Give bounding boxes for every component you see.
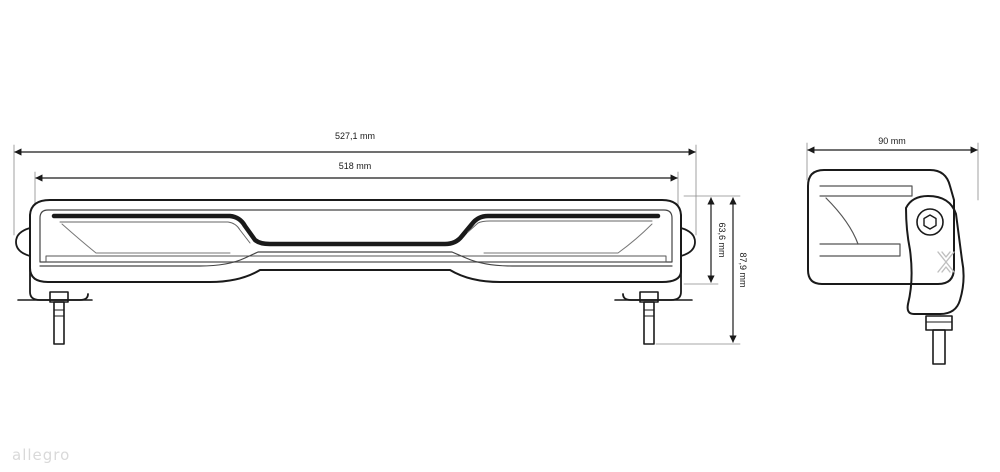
- mount-bracket-left: [29, 267, 89, 301]
- reflector-right: [483, 223, 653, 254]
- end-cap-left: [15, 227, 31, 257]
- watermark: allegro: [12, 446, 71, 464]
- depth-label: 90 mm: [878, 136, 906, 146]
- side-view: [806, 142, 979, 365]
- lens-height-label: 63,6 mm: [717, 222, 727, 257]
- brand-logo-icon: [937, 251, 955, 273]
- side-front-curve: [825, 197, 859, 245]
- side-lens-step-bottom: [819, 243, 901, 257]
- side-mount-stud: [932, 329, 946, 365]
- mount-stud-left: [53, 301, 65, 345]
- lens-length-label: 518 mm: [339, 161, 372, 171]
- mount-stud-right: [643, 301, 655, 345]
- lower-lip: [39, 251, 673, 267]
- side-mount-bracket: [905, 195, 965, 315]
- hex-socket-icon: [923, 214, 937, 230]
- front-view: [13, 144, 741, 345]
- overall-length-label: 527,1 mm: [335, 131, 375, 141]
- bottom-light-bar: [45, 255, 667, 263]
- total-height-label: 87,9 mm: [738, 252, 748, 287]
- pivot-bolt-outer: [916, 208, 944, 236]
- side-housing-profile: [807, 169, 955, 285]
- drl-strip-inner: [59, 220, 653, 244]
- end-cap-right: [680, 227, 696, 257]
- housing-outline: [29, 199, 682, 283]
- mount-bracket-right: [622, 267, 682, 301]
- side-mount-nut: [925, 315, 953, 331]
- side-lens-step-top: [819, 185, 913, 197]
- reflector-left: [61, 223, 231, 254]
- drl-strip: [51, 213, 661, 247]
- lens-frame: [39, 209, 673, 263]
